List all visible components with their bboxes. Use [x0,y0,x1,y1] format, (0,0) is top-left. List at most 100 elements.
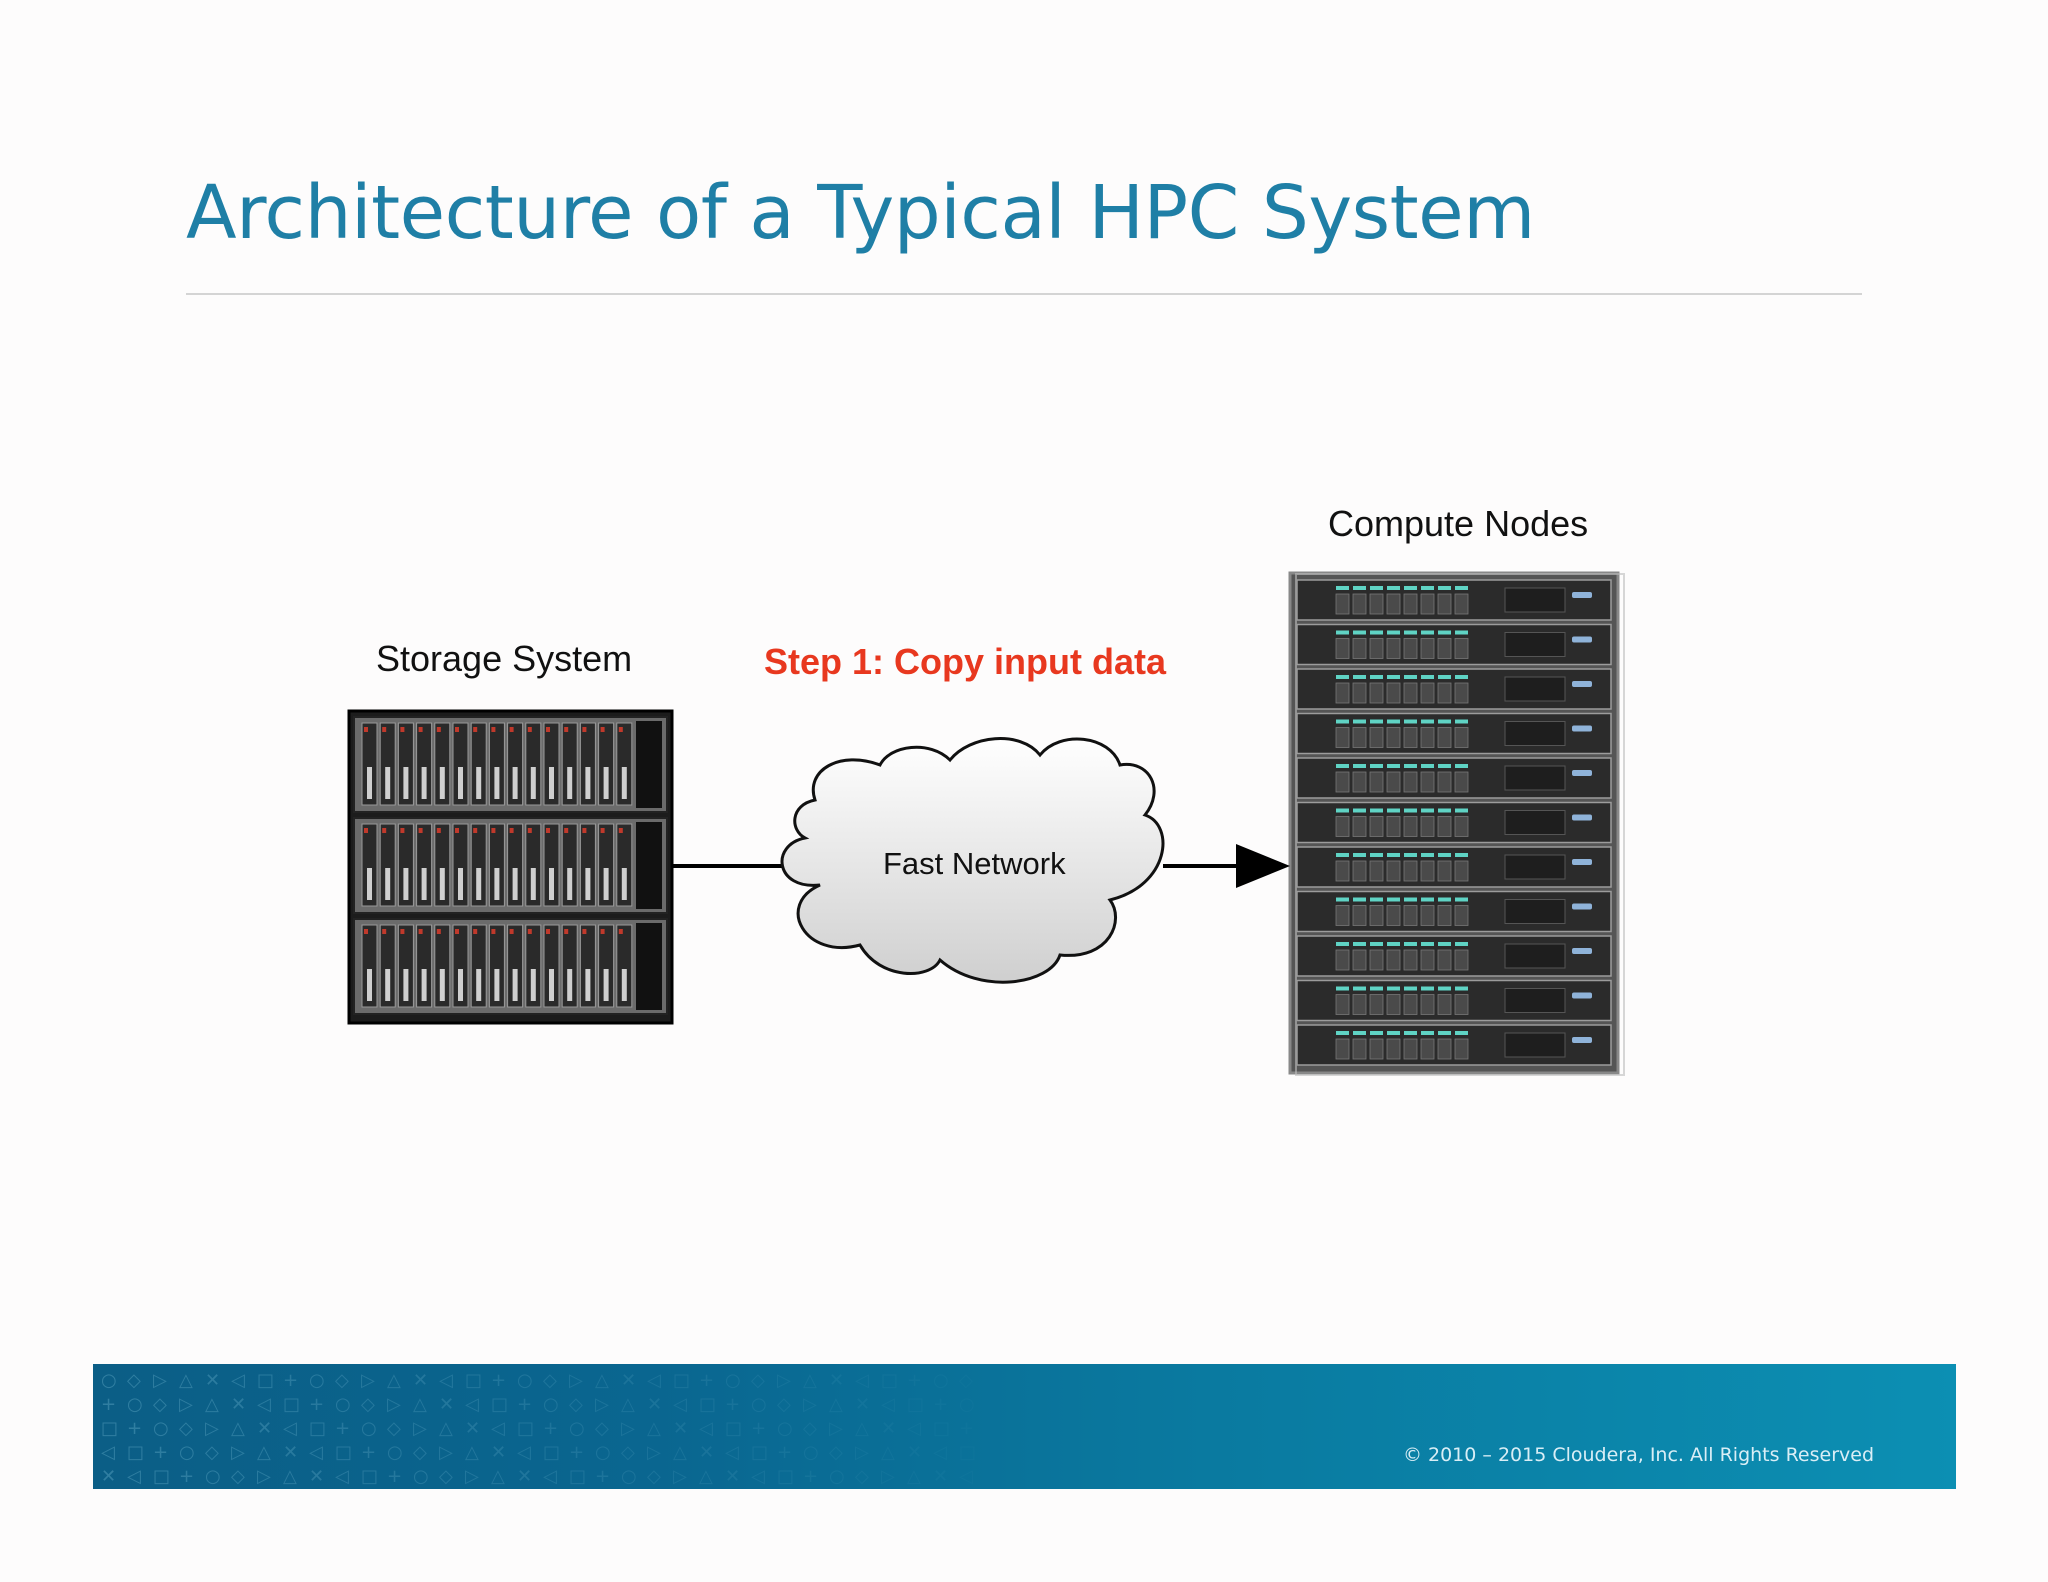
arrow-head-icon [1236,844,1290,888]
svg-text:+: + [543,1418,558,1439]
svg-text:□: □ [491,1394,508,1415]
storage-system-label: Storage System [376,638,632,680]
svg-text:○: ○ [595,1442,611,1463]
svg-text:+: + [907,1370,922,1391]
svg-text:◇: ◇ [231,1466,245,1487]
svg-text:▷: ▷ [231,1442,245,1463]
svg-text:+: + [283,1370,298,1391]
svg-text:○: ○ [127,1394,143,1415]
svg-text:✕: ✕ [491,1442,506,1463]
svg-text:◁: ◁ [647,1370,661,1391]
svg-text:△: △ [257,1442,271,1463]
footer-pattern-icon: ○ + □ ◁ ✕ ◇ ○ + □ ◁ ▷ ◇ ○ + □ △ ▷ ◇ ○ + ✕ △ ▷ ◇ ○ ◁ ✕ △ ▷ ◇ □ ◁ ✕ △ ▷ + □ ◁ ✕ △… [93,1364,1193,1489]
svg-text:△: △ [231,1418,245,1439]
svg-text:○: ○ [959,1394,975,1415]
svg-text:◁: ◁ [257,1394,271,1415]
svg-text:△: △ [621,1394,635,1415]
svg-text:△: △ [595,1370,609,1391]
storage-rack [349,711,672,1023]
svg-text:□: □ [569,1466,586,1487]
svg-text:+: + [361,1442,376,1463]
svg-text:□: □ [543,1442,560,1463]
svg-text:◁: ◁ [855,1370,869,1391]
svg-text:+: + [101,1394,116,1415]
svg-text:□: □ [257,1370,274,1391]
svg-text:○: ○ [751,1394,767,1415]
svg-text:✕: ✕ [439,1394,454,1415]
svg-text:✕: ✕ [829,1370,844,1391]
svg-text:+: + [309,1394,324,1415]
svg-text:▷: ▷ [361,1370,375,1391]
svg-text:◁: ◁ [309,1442,323,1463]
svg-text:+: + [153,1442,168,1463]
svg-text:◁: ◁ [491,1418,505,1439]
svg-text:◁: ◁ [517,1442,531,1463]
svg-text:✕: ✕ [101,1466,116,1487]
svg-text:▷: ▷ [621,1418,635,1439]
svg-text:△: △ [283,1466,297,1487]
svg-text:◇: ◇ [595,1418,609,1439]
svg-text:✕: ✕ [647,1394,662,1415]
svg-text:▷: ▷ [257,1466,271,1487]
svg-text:✕: ✕ [413,1370,428,1391]
svg-text:✕: ✕ [309,1466,324,1487]
svg-text:✕: ✕ [257,1418,272,1439]
svg-text:▷: ▷ [829,1418,843,1439]
svg-text:+: + [933,1394,948,1415]
svg-text:△: △ [855,1418,869,1439]
svg-text:○: ○ [569,1418,585,1439]
svg-text:◁: ◁ [439,1370,453,1391]
svg-text:+: + [127,1418,142,1439]
svg-text:✕: ✕ [465,1418,480,1439]
svg-text:□: □ [517,1418,534,1439]
svg-text:○: ○ [205,1466,221,1487]
svg-text:◁: ◁ [881,1394,895,1415]
svg-text:▷: ▷ [179,1394,193,1415]
svg-text:▷: ▷ [413,1418,427,1439]
svg-text:◁: ◁ [907,1418,921,1439]
svg-text:◇: ◇ [543,1370,557,1391]
svg-text:▷: ▷ [387,1394,401,1415]
svg-text:◇: ◇ [153,1394,167,1415]
svg-text:◁: ◁ [751,1466,765,1487]
svg-text:□: □ [777,1466,794,1487]
svg-text:□: □ [699,1394,716,1415]
svg-text:○: ○ [413,1466,429,1487]
svg-text:□: □ [335,1442,352,1463]
copyright-notice: © 2010 – 2015 Cloudera, Inc. All Rights … [1403,1444,1874,1466]
svg-text:+: + [179,1466,194,1487]
svg-text:▷: ▷ [205,1418,219,1439]
svg-text:◇: ◇ [127,1370,141,1391]
svg-text:▷: ▷ [673,1466,687,1487]
svg-text:+: + [387,1466,402,1487]
svg-text:○: ○ [933,1370,949,1391]
svg-text:△: △ [491,1466,505,1487]
svg-text:◁: ◁ [725,1442,739,1463]
svg-text:◇: ◇ [855,1466,869,1487]
svg-text:◇: ◇ [621,1442,635,1463]
svg-text:△: △ [179,1370,193,1391]
svg-text:△: △ [413,1394,427,1415]
svg-text:○: ○ [101,1370,117,1391]
svg-text:◇: ◇ [179,1418,193,1439]
svg-text:◇: ◇ [647,1466,661,1487]
svg-text:□: □ [673,1370,690,1391]
svg-text:△: △ [387,1370,401,1391]
svg-text:◁: ◁ [543,1466,557,1487]
svg-text:+: + [777,1442,792,1463]
svg-text:+: + [491,1370,506,1391]
svg-text:▷: ▷ [569,1370,583,1391]
svg-text:✕: ✕ [699,1442,714,1463]
svg-text:+: + [803,1466,818,1487]
svg-text:△: △ [699,1466,713,1487]
svg-text:+: + [959,1418,974,1439]
svg-text:◁: ◁ [231,1370,245,1391]
svg-text:○: ○ [725,1370,741,1391]
svg-text:◁: ◁ [673,1394,687,1415]
svg-text:◁: ◁ [465,1394,479,1415]
svg-text:✕: ✕ [517,1466,532,1487]
svg-text:+: + [595,1466,610,1487]
svg-text:✕: ✕ [881,1418,896,1439]
svg-text:◇: ◇ [829,1442,843,1463]
